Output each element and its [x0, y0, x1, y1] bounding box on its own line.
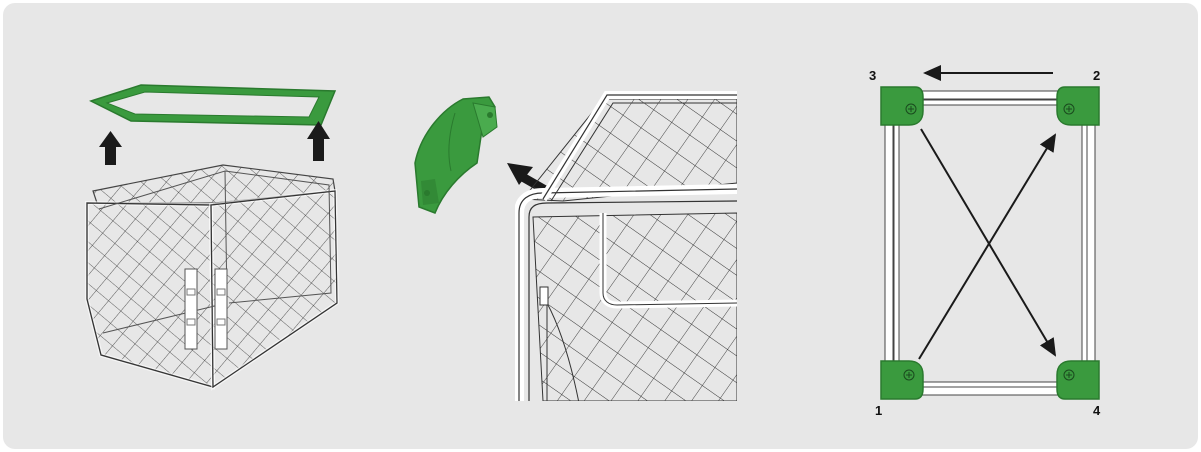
corner-label-2: 2 — [1093, 68, 1100, 83]
green-ring — [91, 85, 335, 125]
corner-label-3: 3 — [869, 68, 876, 83]
up-arrow-icon — [307, 121, 330, 161]
step-lift-ring — [87, 85, 337, 387]
instruction-panel: 3 2 1 4 — [3, 3, 1198, 449]
instruction-illustration: 3 2 1 4 — [3, 3, 1198, 449]
corner-label-1: 1 — [875, 403, 882, 418]
up-arrow-icon — [99, 131, 122, 165]
green-corner-piece — [415, 97, 497, 213]
mesh-cage-closeup — [519, 95, 737, 403]
corner-cap-1 — [881, 361, 923, 399]
sequence-arrows — [919, 73, 1055, 359]
mesh-cage — [87, 165, 337, 387]
corner-cap-4 — [1057, 361, 1099, 399]
corner-label-4: 4 — [1093, 403, 1101, 418]
corner-cap-2 — [1057, 87, 1099, 125]
step-remove-corner — [415, 95, 737, 403]
step-tightening-order: 3 2 1 4 — [869, 68, 1101, 418]
corner-cap-3 — [881, 87, 923, 125]
